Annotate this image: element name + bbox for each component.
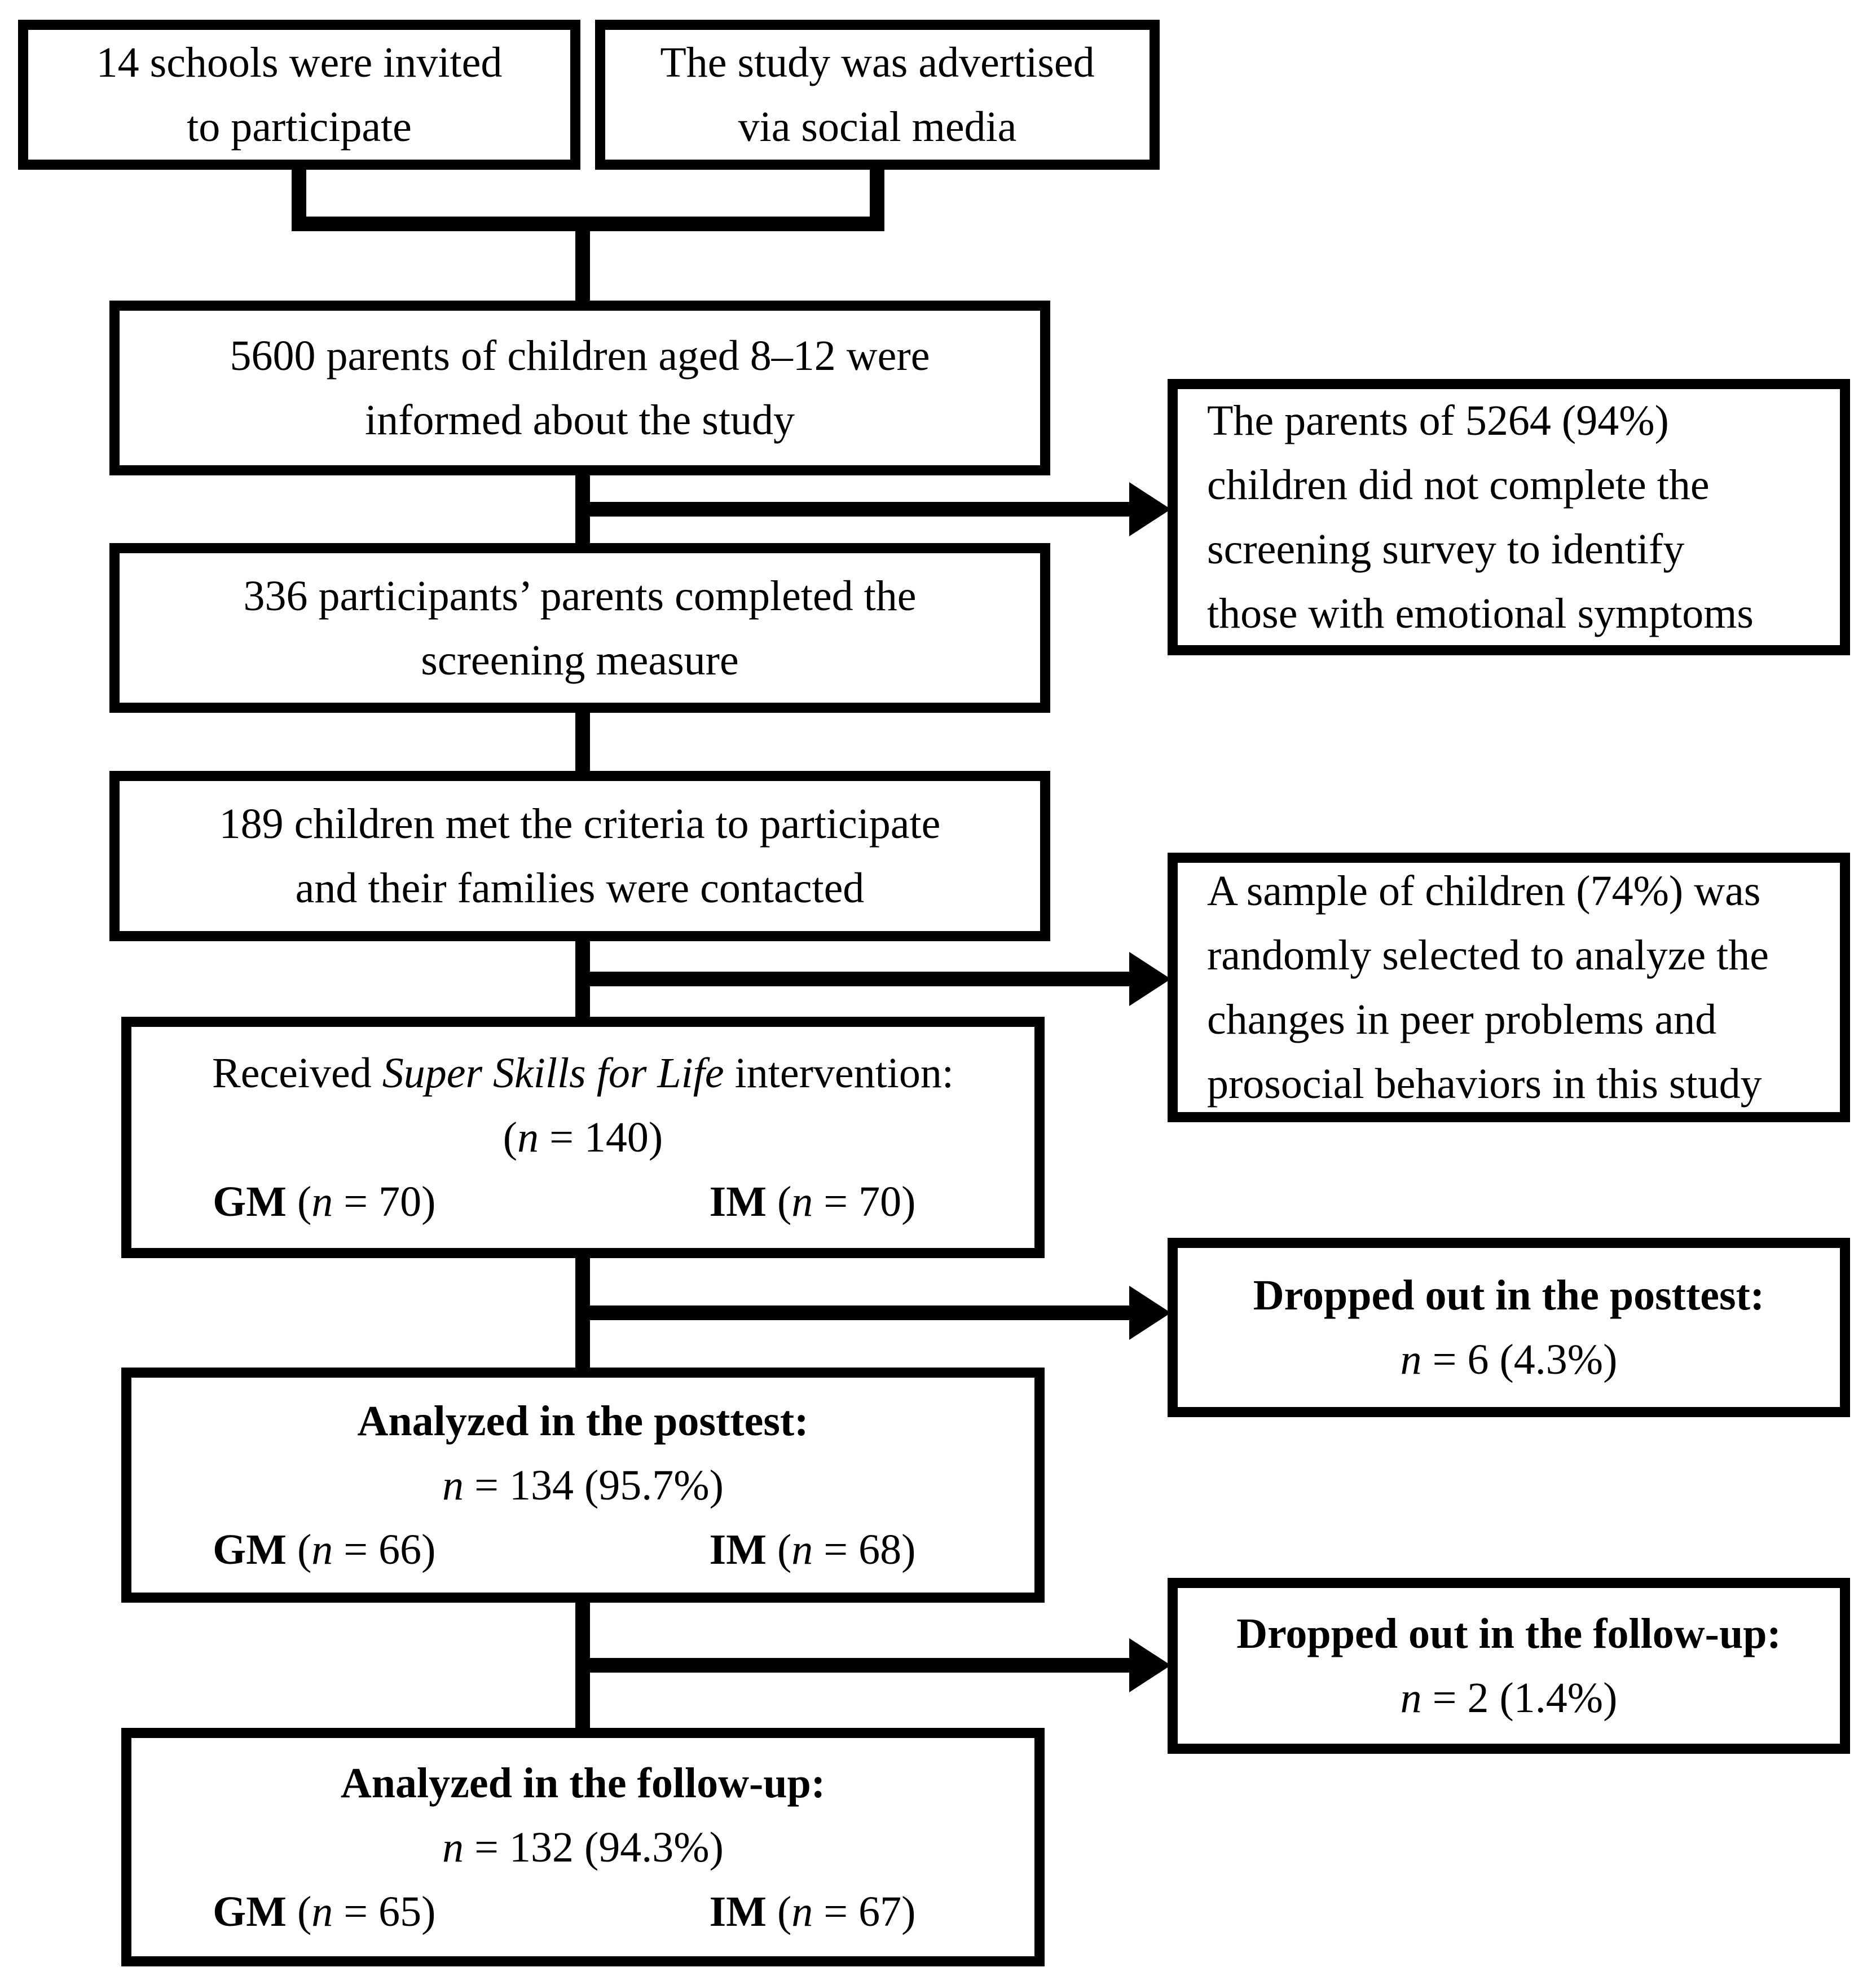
posttest-gm-count: GM (n = 66) [213, 1518, 435, 1582]
followup-gm-count: GM (n = 65) [213, 1880, 435, 1944]
intervention-n-open: ( [503, 1114, 518, 1161]
not-completed-line2: children did not complete the [1207, 461, 1710, 509]
im-open: ( [766, 1525, 792, 1573]
im-var: n [791, 1525, 813, 1573]
gm-open: ( [286, 1887, 312, 1935]
gm-open: ( [286, 1525, 312, 1573]
intervention-n-value: = 140) [539, 1114, 663, 1161]
gm-value: = 66) [333, 1525, 436, 1573]
box-study-advertised: The study was advertised via social medi… [595, 20, 1160, 170]
im-var: n [791, 1178, 813, 1225]
im-var: n [791, 1887, 813, 1935]
posttest-n-var: n [442, 1461, 464, 1509]
box-analyzed-posttest: Analyzed in the posttest: n = 134 (95.7%… [121, 1368, 1045, 1603]
intervention-title-pre: Received [212, 1049, 382, 1097]
intervention-n-total: (n = 140) [503, 1105, 663, 1170]
posttest-im-count: IM (n = 68) [710, 1518, 916, 1582]
study-advertised-line2: via social media [738, 103, 1017, 151]
screening-completed-line2: screening measure [421, 636, 739, 684]
arrow-line-dropout-followup [575, 1658, 1134, 1673]
sidebox-dropout-posttest: Dropped out in the posttest: n = 6 (4.3%… [1168, 1238, 1850, 1417]
posttest-title: Analyzed in the posttest: [357, 1397, 809, 1445]
arrow-line-random-sample [575, 972, 1134, 986]
posttest-n-total: n = 134 (95.7%) [442, 1453, 724, 1518]
followup-n-value: = 132 (94.3%) [464, 1823, 724, 1871]
arrowhead-dropout-followup-icon [1129, 1638, 1171, 1692]
random-sample-line4: prosocial behaviors in this study [1207, 1060, 1762, 1108]
dropout-followup-n-var: n [1400, 1674, 1422, 1722]
followup-groups-row: GM (n = 65) IM (n = 67) [131, 1880, 1034, 1944]
schools-invited-line2: to participate [187, 103, 412, 151]
arrow-line-not-completed [575, 502, 1134, 517]
posttest-groups-row: GM (n = 66) IM (n = 68) [131, 1518, 1034, 1582]
box-received-intervention: Received Super Skills for Life intervent… [121, 1017, 1045, 1258]
gm-label: GM [213, 1525, 287, 1573]
dropout-followup-title: Dropped out in the follow-up: [1236, 1610, 1781, 1657]
intervention-title-post: intervention: [724, 1049, 954, 1097]
not-completed-line1: The parents of 5264 (94%) [1207, 397, 1669, 444]
parents-informed-line1: 5600 parents of children aged 8–12 were [230, 332, 930, 380]
box-parents-informed: 5600 parents of children aged 8–12 were … [109, 301, 1050, 475]
box-analyzed-followup: Analyzed in the follow-up: n = 132 (94.3… [121, 1728, 1045, 1966]
dropout-posttest-title: Dropped out in the posttest: [1253, 1272, 1765, 1319]
dropout-posttest-n-value: = 6 (4.3%) [1421, 1336, 1618, 1383]
gm-value: = 65) [333, 1887, 436, 1935]
followup-n-total: n = 132 (94.3%) [442, 1815, 724, 1880]
met-criteria-line2: and their families were contacted [295, 864, 865, 912]
followup-title: Analyzed in the follow-up: [340, 1759, 826, 1807]
im-open: ( [766, 1178, 792, 1225]
intervention-gm-count: GM (n = 70) [213, 1170, 435, 1234]
im-value: = 68) [813, 1525, 916, 1573]
random-sample-line3: changes in peer problems and [1207, 996, 1717, 1043]
gm-label: GM [213, 1887, 287, 1935]
dropout-posttest-n-var: n [1400, 1336, 1422, 1383]
arrowhead-random-sample-icon [1129, 952, 1171, 1006]
sidebox-dropout-followup: Dropped out in the follow-up: n = 2 (1.4… [1168, 1578, 1850, 1754]
im-open: ( [766, 1887, 792, 1935]
dropout-posttest-n: n = 6 (4.3%) [1401, 1327, 1618, 1392]
im-label: IM [709, 1178, 767, 1225]
connector-merge-to-informed [575, 217, 590, 302]
not-completed-line4: those with emotional symptoms [1207, 590, 1754, 637]
gm-value: = 70) [333, 1178, 436, 1225]
followup-n-var: n [442, 1823, 464, 1871]
im-value: = 67) [813, 1887, 916, 1935]
box-schools-invited: 14 schools were invited to participate [18, 20, 580, 170]
schools-invited-line1: 14 schools were invited [96, 39, 503, 86]
gm-open: ( [286, 1178, 312, 1225]
dropout-followup-n-value: = 2 (1.4%) [1421, 1674, 1618, 1722]
sidebox-screening-not-completed: The parents of 5264 (94%) children did n… [1168, 379, 1850, 655]
box-met-criteria: 189 children met the criteria to partici… [109, 771, 1050, 941]
dropout-followup-n: n = 2 (1.4%) [1401, 1666, 1618, 1730]
followup-im-count: IM (n = 67) [710, 1880, 916, 1944]
sidebox-random-sample: A sample of children (74%) was randomly … [1168, 853, 1850, 1122]
gm-var: n [311, 1178, 333, 1225]
arrowhead-dropout-posttest-icon [1129, 1286, 1171, 1340]
gm-var: n [311, 1887, 333, 1935]
box-screening-completed: 336 participants’ parents completed the … [109, 543, 1050, 713]
intervention-im-count: IM (n = 70) [710, 1170, 916, 1234]
im-value: = 70) [813, 1178, 916, 1225]
intervention-n-var: n [517, 1114, 539, 1161]
met-criteria-line1: 189 children met the criteria to partici… [219, 800, 941, 848]
not-completed-line3: screening survey to identify [1207, 526, 1685, 573]
intervention-title-italic: Super Skills for Life [382, 1049, 724, 1097]
random-sample-line2: randomly selected to analyze the [1207, 932, 1769, 979]
parents-informed-line2: informed about the study [365, 396, 795, 444]
im-label: IM [709, 1525, 767, 1573]
arrowhead-not-completed-icon [1129, 482, 1171, 536]
arrow-line-dropout-posttest [575, 1305, 1134, 1320]
study-advertised-line1: The study was advertised [660, 39, 1095, 86]
connector-screened-to-criteria [575, 712, 590, 772]
intervention-title: Received Super Skills for Life intervent… [212, 1041, 954, 1105]
random-sample-line1: A sample of children (74%) was [1207, 867, 1761, 915]
screening-completed-line1: 336 participants’ parents completed the [243, 572, 917, 620]
gm-label: GM [213, 1178, 287, 1225]
posttest-n-value: = 134 (95.7%) [464, 1461, 724, 1509]
gm-var: n [311, 1525, 333, 1573]
im-label: IM [709, 1887, 767, 1935]
intervention-groups-row: GM (n = 70) IM (n = 70) [131, 1170, 1034, 1234]
